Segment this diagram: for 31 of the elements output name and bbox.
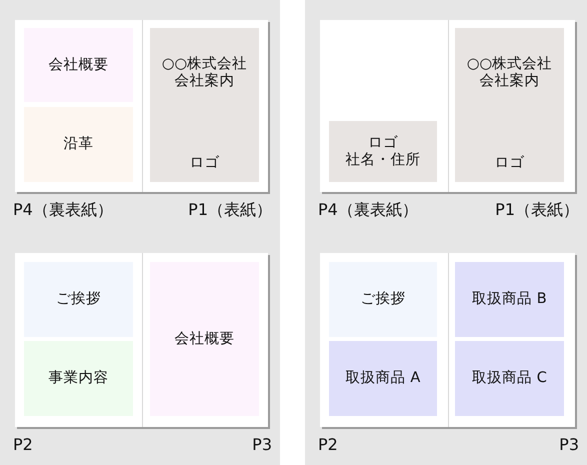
section-label: ご挨拶 (54, 291, 102, 308)
section-label: ロゴ (494, 155, 524, 172)
section-label: 会社概要 (47, 56, 110, 74)
section-label: 取扱商品 A (345, 370, 421, 387)
section-label: 会社案内 (174, 73, 236, 90)
content-block (329, 341, 437, 416)
section-label: 社名・住所 (345, 152, 421, 168)
section-label: ○○株式会社 (162, 56, 248, 72)
section-label: 沿革 (62, 136, 94, 153)
section-label: 取扱商品 B (472, 291, 548, 308)
page-number: P3 (559, 435, 579, 454)
page-number: P2 (318, 435, 338, 454)
page-number: P3 (252, 435, 272, 454)
section-label: ロゴ (366, 134, 399, 152)
section-label: ご挨拶 (359, 291, 406, 308)
content-block (455, 28, 564, 182)
page-number: P1（表紙） (495, 200, 579, 221)
content-block (455, 262, 564, 337)
page-number: P4（裏表紙） (318, 200, 418, 221)
section-label: ロゴ (190, 155, 220, 172)
content-block (329, 121, 437, 182)
section-label: 会社案内 (478, 73, 540, 90)
section-label: ○○株式会社 (466, 56, 552, 72)
page-number: P2 (13, 435, 33, 454)
page-number: P1（表紙） (188, 200, 272, 221)
content-block (455, 341, 564, 416)
section-label: 会社概要 (173, 330, 236, 348)
section-label: 取扱商品 C (472, 370, 548, 387)
section-label: 事業内容 (47, 370, 110, 387)
page-number: P4（裏表紙） (13, 200, 113, 221)
content-block (150, 28, 259, 182)
